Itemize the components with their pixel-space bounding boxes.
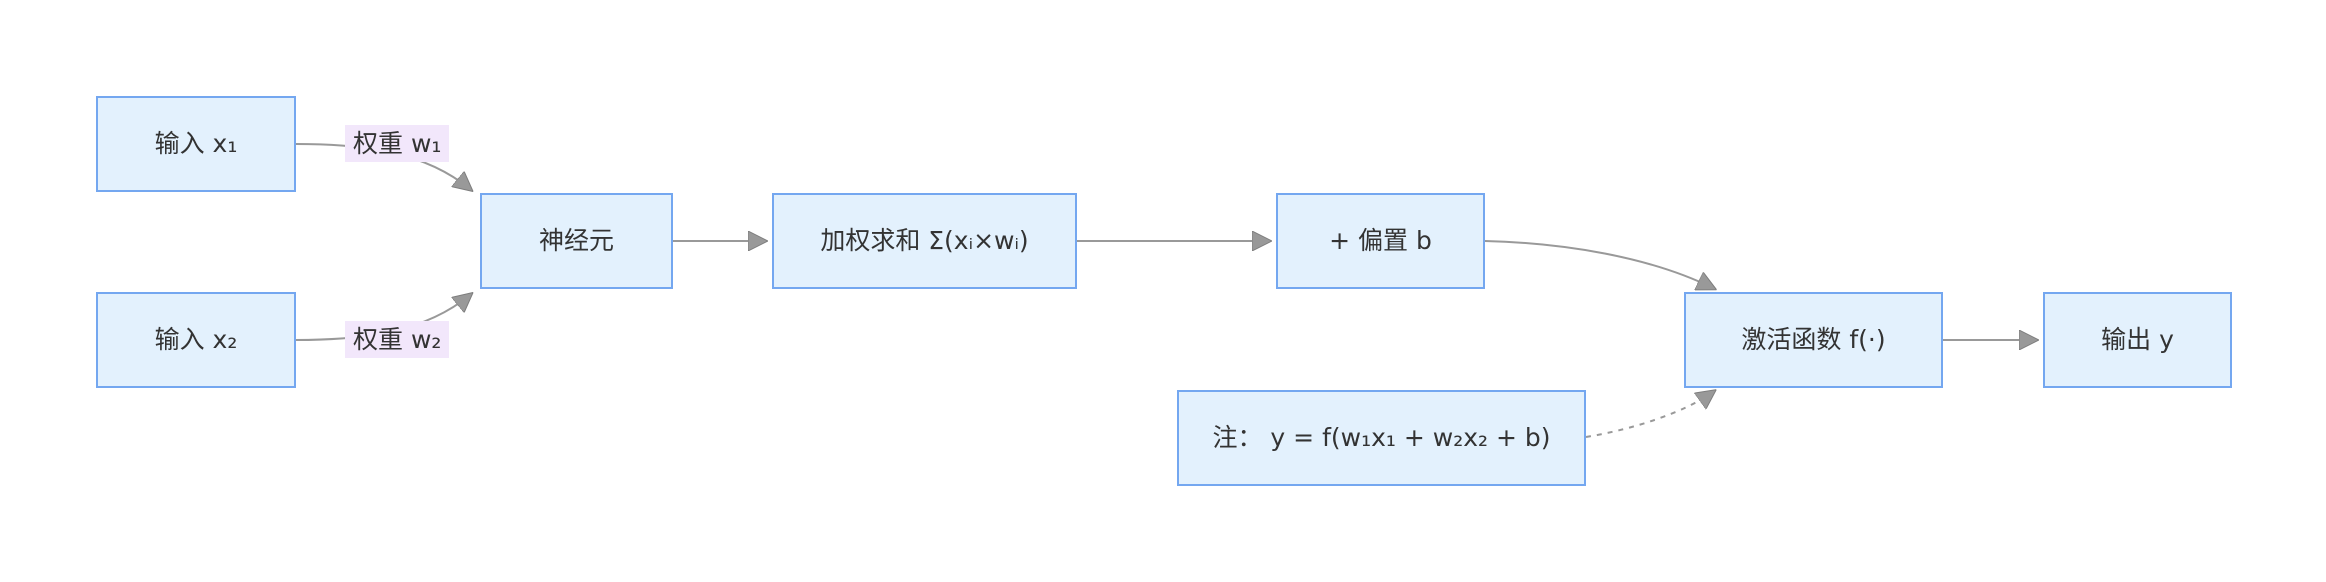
- edge-label-weight-w1: 权重 w₁: [345, 125, 450, 162]
- node-input-x2: 输入 x₂: [96, 292, 296, 388]
- node-activation: 激活函数 f(·): [1684, 292, 1943, 388]
- node-bias: + 偏置 b: [1276, 193, 1485, 289]
- node-note: 注： y = f(w₁x₁ + w₂x₂ + b): [1177, 390, 1586, 486]
- edge-note-to-activation: [1585, 392, 1713, 438]
- node-input-x1: 输入 x₁: [96, 96, 296, 192]
- node-neuron: 神经元: [480, 193, 673, 289]
- edge-bias-to-activation: [1484, 240, 1713, 288]
- edge-label-weight-w2: 权重 w₂: [345, 321, 450, 358]
- node-weighted-sum: 加权求和 Σ(xᵢ×wᵢ): [772, 193, 1077, 289]
- node-output-y: 输出 y: [2043, 292, 2232, 388]
